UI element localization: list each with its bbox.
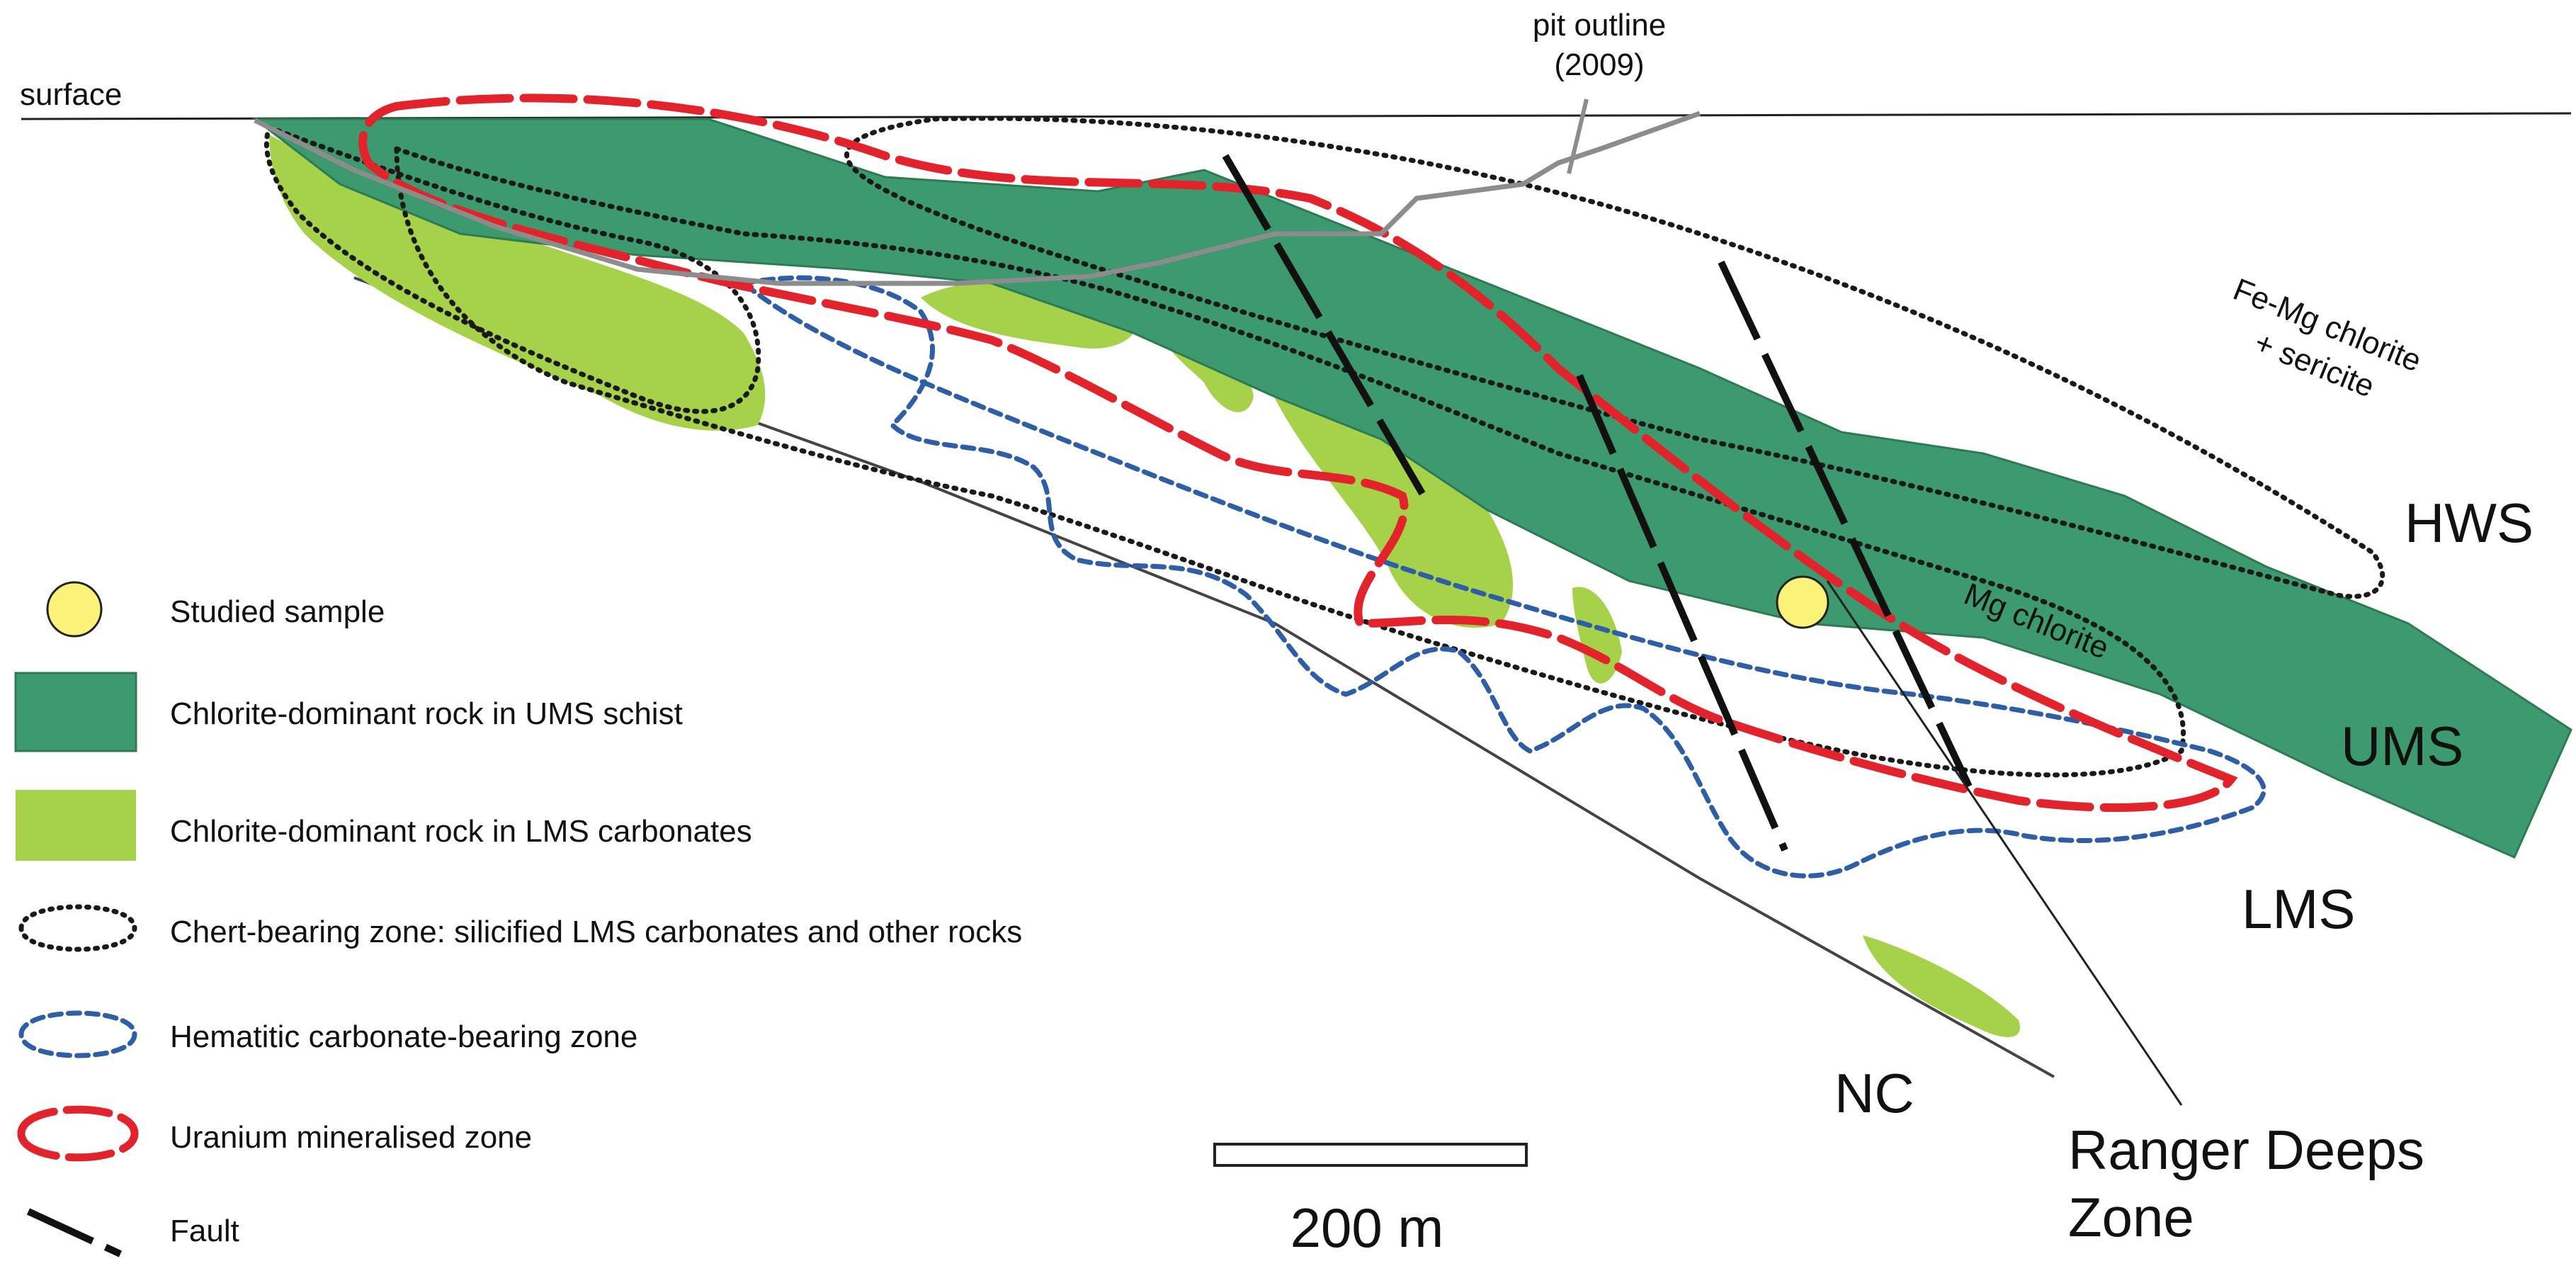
legend-ums-symbol [14, 672, 137, 752]
legend-hematitic-label: Hematitic carbonate-bearing zone [170, 1019, 637, 1054]
legend-sample-symbol [46, 581, 103, 638]
legend: Studied sample Chlorite-dominant rock in… [14, 581, 1022, 1257]
legend-fault-label: Fault [170, 1214, 239, 1248]
label-ranger-zone: Zone [2068, 1186, 2194, 1248]
legend-ums-label: Chlorite-dominant rock in UMS schist [170, 696, 683, 731]
fault-2 [1576, 374, 1788, 852]
label-nc: NC [1834, 1062, 1914, 1124]
scale-bar [1213, 1143, 1528, 1167]
legend-lms-label: Chlorite-dominant rock in LMS carbonates [170, 814, 752, 849]
fault-1 [1222, 154, 1427, 498]
legend-lms-symbol [16, 790, 136, 861]
scale-bar-label: 200 m [1290, 1197, 1444, 1259]
label-ranger-deeps: Ranger Deeps [2068, 1119, 2424, 1181]
ranger-deeps-leader [1826, 580, 2183, 1106]
faults [1222, 154, 1973, 852]
fault-3 [1718, 260, 1973, 789]
label-ums: UMS [2341, 715, 2463, 777]
label-lms: LMS [2242, 878, 2355, 940]
uranium-zone-outlines [358, 94, 2238, 812]
chert-bearing-zone-outlines [263, 115, 2385, 778]
legend-uranium-label: Uranium mineralised zone [170, 1120, 532, 1155]
hematitic-zone-outline [737, 275, 2266, 878]
label-surface: surface [20, 77, 122, 112]
studied-sample-marker [1776, 575, 1829, 629]
pit-outline [254, 111, 1701, 286]
legend-fault-symbol [26, 1208, 123, 1257]
legend-chert-label: Chert-bearing zone: silicified LMS carbo… [170, 915, 1022, 949]
label-pit-outline-line1: pit outline [1533, 8, 1666, 43]
label-pit-outline-line2: (2009) [1554, 47, 1644, 82]
legend-sample-label: Studied sample [170, 594, 385, 629]
label-hws: HWS [2405, 492, 2534, 554]
lms-chlorite-patches [269, 135, 2020, 1037]
legend-chert-symbol [18, 904, 137, 952]
legend-uranium-symbol [17, 1105, 139, 1162]
legend-hematitic-symbol [18, 1010, 137, 1058]
pit-outline-leader [1567, 98, 1589, 174]
